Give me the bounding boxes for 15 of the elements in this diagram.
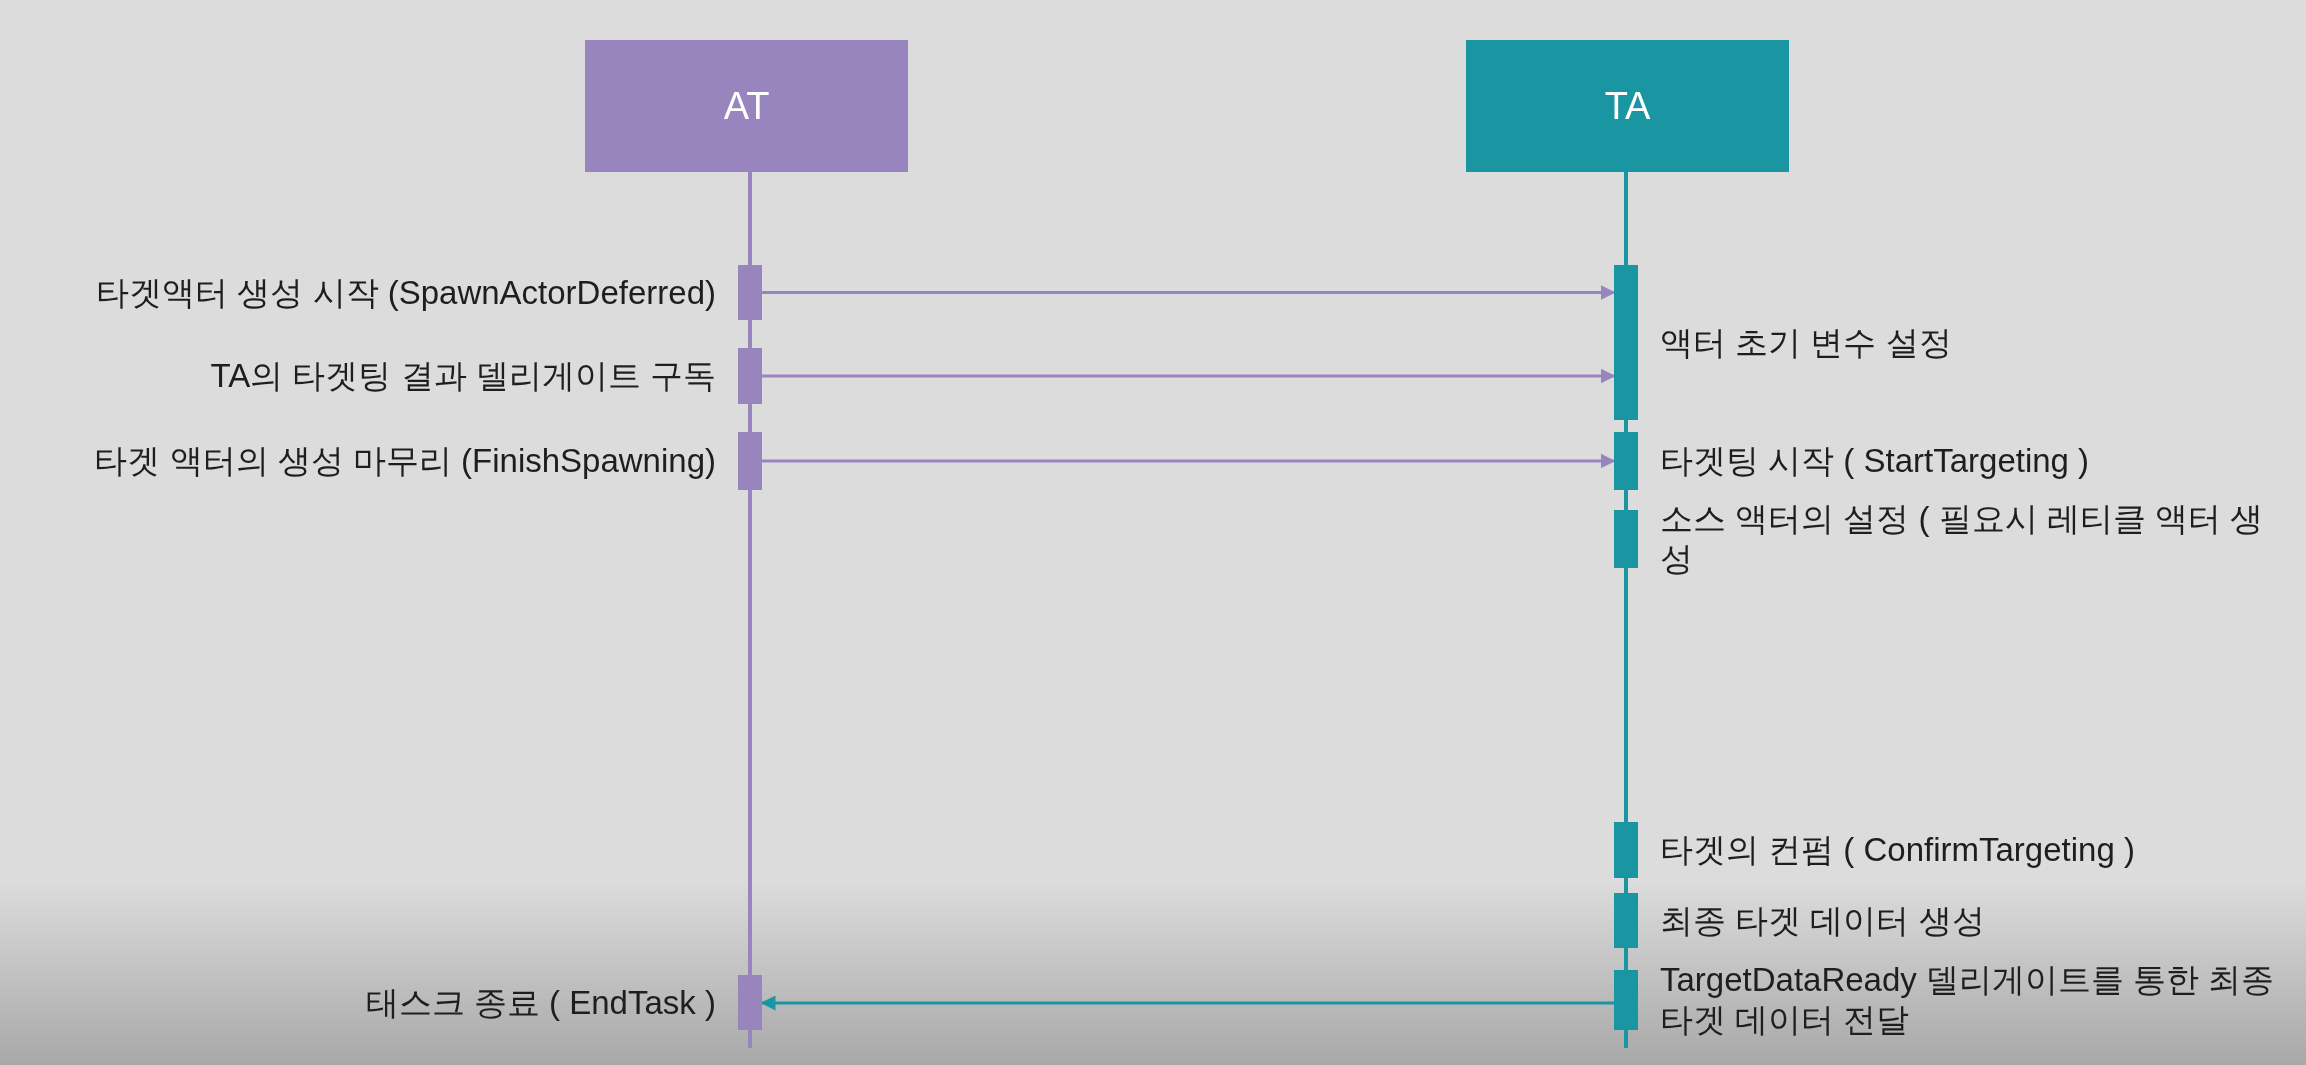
step-label: 타겟의 컨펌 ( ConfirmTargeting )	[1660, 830, 2136, 870]
step-label: 타겟액터 생성 시작 (SpawnActorDeferred)	[96, 272, 716, 313]
step-label: 최종 타겟 데이터 생성	[1660, 900, 1986, 941]
arrow	[762, 453, 1616, 469]
participant-box: AT	[585, 40, 908, 172]
step-label: TargetDataReady 델리게이트를 통한 최종 타겟 데이터 전달	[1660, 960, 2276, 1040]
participant-box: TA	[1466, 40, 1789, 172]
arrow	[762, 285, 1616, 300]
step-label: TA의 타겟팅 결과 델리게이트 구독	[210, 356, 716, 396]
step-label: 타겟팅 시작 ( StartTargeting )	[1660, 441, 2091, 481]
arrow	[762, 368, 1616, 384]
step-label: 타겟 액터의 생성 마무리 (FinishSpawning)	[94, 441, 716, 481]
step-label: 태스크 종료 ( EndTask )	[365, 982, 716, 1023]
step-label: 액터 초기 변수 설정	[1660, 322, 1953, 363]
step-label: 소스 액터의 설정 ( 필요시 레티클 액터 생성	[1660, 499, 2265, 579]
